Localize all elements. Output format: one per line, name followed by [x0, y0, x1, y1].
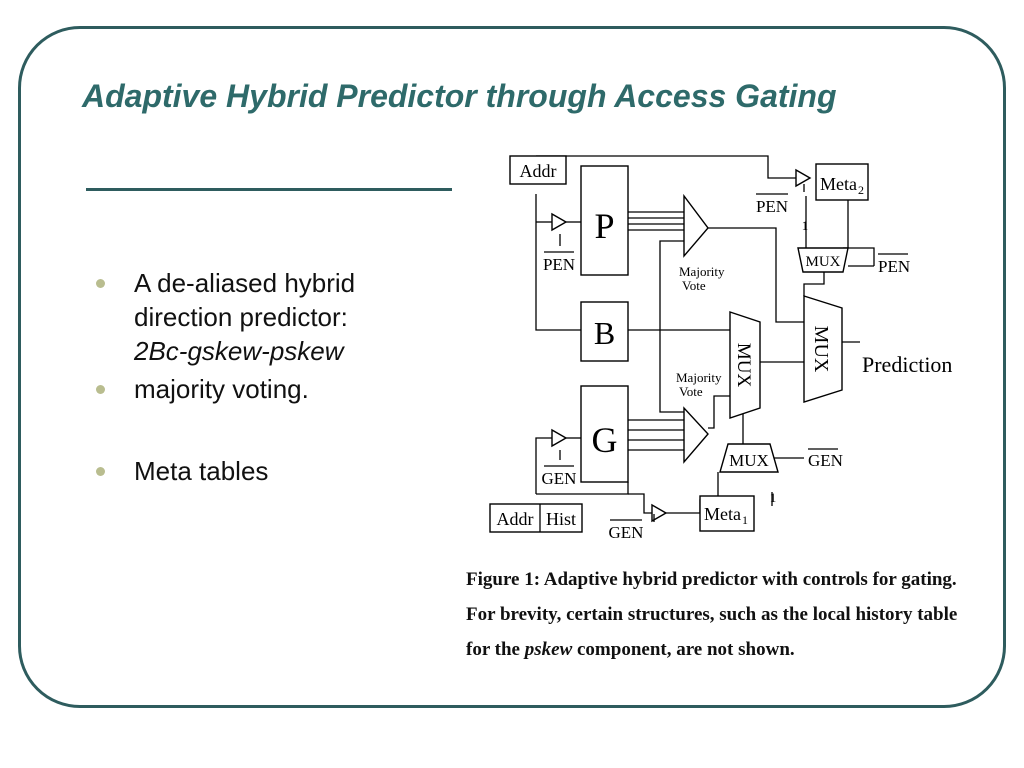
address-history-box: Addr Hist [489, 503, 583, 533]
table-p: P [580, 165, 629, 276]
majority-vote-gate-1: Majority Vote [679, 193, 725, 293]
bullet-text: Meta tables [134, 456, 269, 486]
svg-text:Meta: Meta [704, 504, 741, 524]
bullet-text: majority voting. [134, 374, 309, 404]
meta2-table: Meta 2 [815, 163, 869, 201]
bullet-text: A de-aliased hybrid direction predictor: [134, 268, 356, 332]
bullet-emphasis: 2Bc-gskew-pskew [134, 336, 344, 366]
caption-line-1: Figure 1: Adaptive hybrid predictor with… [466, 569, 957, 590]
bullet-dot-icon [96, 279, 105, 288]
svg-text:MUX: MUX [729, 451, 769, 470]
svg-text:GEN: GEN [542, 469, 577, 488]
slide-frame [18, 26, 1006, 708]
diagram-wires [535, 155, 875, 514]
gen-signal-label: GEN [808, 448, 843, 470]
svg-text:GEN: GEN [808, 451, 843, 470]
caption-line-3-end: component, are not shown. [572, 639, 795, 660]
caption-line-2: For brevity, certain structures, such as… [466, 604, 958, 625]
svg-text:1: 1 [802, 218, 809, 233]
mux-vertical: MUX [729, 311, 761, 419]
svg-text:MUX: MUX [805, 254, 840, 270]
bullet-item-predictor: A de-aliased hybrid direction predictor:… [96, 266, 396, 368]
prediction-output-label: Prediction [862, 352, 952, 377]
svg-text:1: 1 [770, 490, 777, 505]
pen-signal-label: PEN [878, 253, 910, 276]
bullet-list: A de-aliased hybrid direction predictor:… [96, 266, 396, 488]
address-box-top: Addr [509, 155, 567, 185]
caption-line-3-start: for the [466, 639, 525, 660]
meta1-table: Meta 1 [699, 495, 755, 532]
mux-final: MUX [803, 295, 843, 403]
slide-title: Adaptive Hybrid Predictor through Access… [82, 78, 837, 114]
svg-text:B: B [594, 315, 615, 351]
figure-caption: Figure 1: Adaptive hybrid predictor with… [466, 562, 986, 667]
svg-text:Meta: Meta [820, 174, 857, 194]
svg-text:GEN: GEN [609, 523, 644, 542]
bullet-item-meta: Meta tables [96, 454, 396, 488]
svg-text:PEN: PEN [543, 255, 575, 274]
predictor-diagram: Addr P B G Meta 2 Meta 1 Addr Hist PEN [489, 155, 952, 542]
svg-text:PEN: PEN [878, 257, 910, 276]
bullet-dot-icon [96, 467, 105, 476]
mux-meta1: MUX 1 [719, 443, 779, 505]
svg-text:MUX: MUX [733, 343, 754, 388]
bullet-dot-icon [96, 385, 105, 394]
title-underline [86, 188, 452, 191]
svg-text:Hist: Hist [546, 509, 576, 529]
majority-vote-gate-2: Majority Vote [676, 370, 722, 464]
svg-text:Addr: Addr [497, 509, 534, 529]
gating-latch-meta2: PEN [756, 168, 812, 216]
gating-latch-meta1: GEN [609, 503, 668, 542]
mux-meta2: MUX 1 [797, 218, 849, 273]
svg-text:Majority: Majority [679, 264, 725, 279]
bullet-item-majority: majority voting. [96, 372, 396, 406]
svg-text:1: 1 [742, 513, 748, 527]
svg-text:P: P [594, 206, 614, 246]
svg-text:Vote: Vote [682, 278, 706, 293]
table-g: G [580, 385, 629, 483]
svg-text:Addr: Addr [520, 161, 557, 181]
gating-latch-g: GEN [542, 428, 577, 488]
caption-line-3-emphasis: pskew [524, 639, 573, 660]
svg-text:Vote: Vote [679, 384, 703, 399]
table-b: B [580, 301, 629, 362]
svg-text:Prediction: Prediction [862, 352, 952, 377]
svg-text:G: G [592, 420, 618, 460]
svg-text:2: 2 [858, 183, 864, 197]
svg-text:MUX: MUX [810, 326, 832, 373]
svg-text:Majority: Majority [676, 370, 722, 385]
gating-latch-p: PEN [543, 212, 575, 274]
svg-text:PEN: PEN [756, 197, 788, 216]
